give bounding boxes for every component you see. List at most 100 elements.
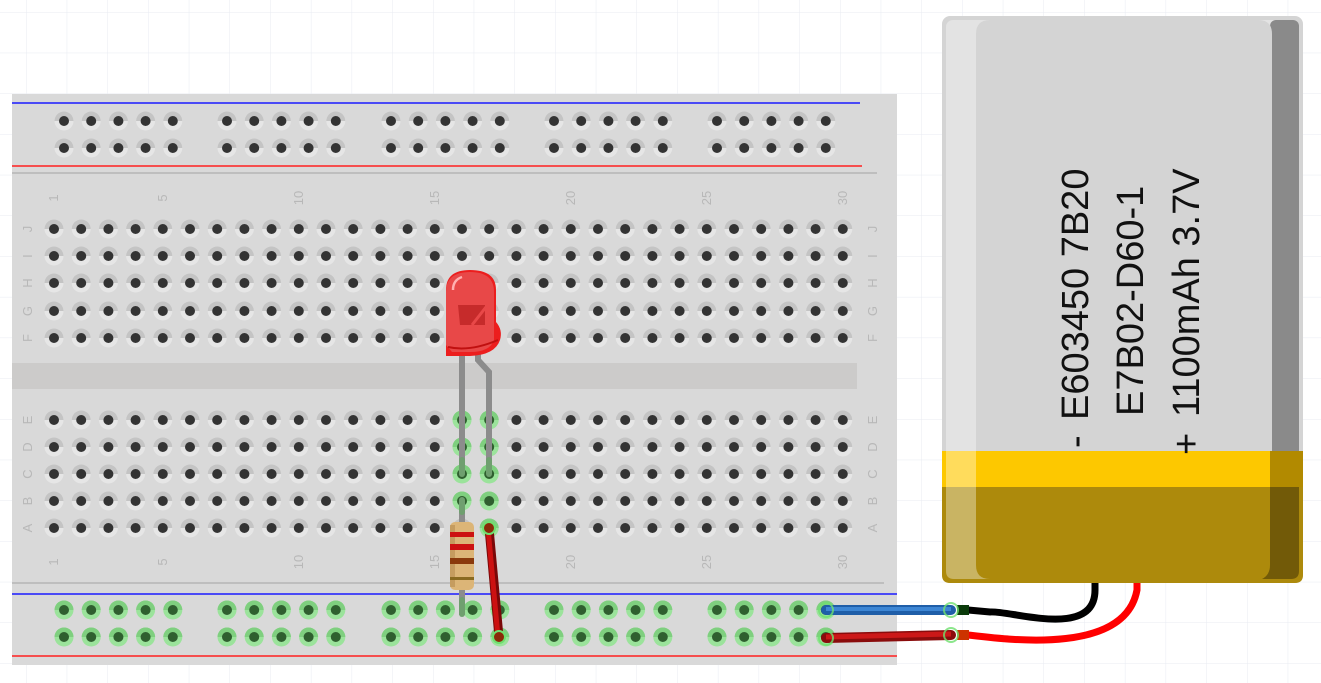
terminal-hole-J27[interactable] bbox=[751, 219, 771, 239]
terminal-hole-G4[interactable] bbox=[126, 301, 146, 321]
terminal-hole-D9[interactable] bbox=[262, 437, 282, 457]
terminal-hole-G19[interactable] bbox=[534, 301, 554, 321]
terminal-hole-B25[interactable] bbox=[697, 491, 717, 511]
terminal-hole-C12[interactable] bbox=[343, 464, 363, 484]
terminal-hole-D23[interactable] bbox=[642, 437, 662, 457]
top-rail-hole[interactable] bbox=[544, 111, 564, 131]
top-rail-hole[interactable] bbox=[244, 138, 264, 158]
terminal-hole-G14[interactable] bbox=[398, 301, 418, 321]
terminal-hole-D28[interactable] bbox=[778, 437, 798, 457]
terminal-hole-J14[interactable] bbox=[398, 219, 418, 239]
terminal-hole-A23[interactable] bbox=[642, 518, 662, 538]
terminal-hole-I13[interactable] bbox=[370, 246, 390, 266]
terminal-hole-B12[interactable] bbox=[343, 491, 363, 511]
bottom-rail-hole[interactable] bbox=[626, 600, 646, 620]
terminal-hole-E24[interactable] bbox=[670, 410, 690, 430]
bottom-rail-hole[interactable] bbox=[761, 627, 781, 647]
terminal-hole-C13[interactable] bbox=[370, 464, 390, 484]
terminal-hole-C23[interactable] bbox=[642, 464, 662, 484]
terminal-hole-C4[interactable] bbox=[126, 464, 146, 484]
terminal-hole-H2[interactable] bbox=[71, 273, 91, 293]
bottom-rail-hole[interactable] bbox=[734, 600, 754, 620]
terminal-hole-C2[interactable] bbox=[71, 464, 91, 484]
terminal-hole-I2[interactable] bbox=[71, 246, 91, 266]
terminal-hole-B20[interactable] bbox=[561, 491, 581, 511]
terminal-hole-B21[interactable] bbox=[588, 491, 608, 511]
terminal-hole-C15[interactable] bbox=[425, 464, 445, 484]
terminal-hole-J4[interactable] bbox=[126, 219, 146, 239]
top-rail-hole[interactable] bbox=[463, 111, 483, 131]
terminal-hole-F3[interactable] bbox=[98, 328, 118, 348]
terminal-hole-C6[interactable] bbox=[180, 464, 200, 484]
terminal-hole-H23[interactable] bbox=[642, 273, 662, 293]
terminal-hole-I15[interactable] bbox=[425, 246, 445, 266]
terminal-hole-E26[interactable] bbox=[724, 410, 744, 430]
top-rail-hole[interactable] bbox=[326, 111, 346, 131]
terminal-hole-B10[interactable] bbox=[289, 491, 309, 511]
terminal-hole-B9[interactable] bbox=[262, 491, 282, 511]
terminal-hole-J10[interactable] bbox=[289, 219, 309, 239]
top-rail-hole[interactable] bbox=[408, 138, 428, 158]
terminal-hole-E11[interactable] bbox=[316, 410, 336, 430]
bottom-rail-hole[interactable] bbox=[544, 627, 564, 647]
terminal-hole-F13[interactable] bbox=[370, 328, 390, 348]
terminal-hole-E22[interactable] bbox=[615, 410, 635, 430]
terminal-hole-E1[interactable] bbox=[44, 410, 64, 430]
terminal-hole-H14[interactable] bbox=[398, 273, 418, 293]
bottom-rail-hole[interactable] bbox=[707, 627, 727, 647]
terminal-hole-J17[interactable] bbox=[479, 219, 499, 239]
terminal-hole-I8[interactable] bbox=[234, 246, 254, 266]
terminal-hole-J21[interactable] bbox=[588, 219, 608, 239]
terminal-hole-B15[interactable] bbox=[425, 491, 445, 511]
bottom-rail-hole[interactable] bbox=[326, 600, 346, 620]
terminal-hole-E28[interactable] bbox=[778, 410, 798, 430]
terminal-hole-A1[interactable] bbox=[44, 518, 64, 538]
top-rail-hole[interactable] bbox=[571, 111, 591, 131]
terminal-hole-F4[interactable] bbox=[126, 328, 146, 348]
terminal-hole-C7[interactable] bbox=[207, 464, 227, 484]
terminal-hole-G20[interactable] bbox=[561, 301, 581, 321]
terminal-hole-A15[interactable] bbox=[425, 518, 445, 538]
bottom-rail-hole[interactable] bbox=[598, 627, 618, 647]
terminal-hole-C29[interactable] bbox=[806, 464, 826, 484]
terminal-hole-H4[interactable] bbox=[126, 273, 146, 293]
terminal-hole-C24[interactable] bbox=[670, 464, 690, 484]
bottom-rail-hole[interactable] bbox=[136, 627, 156, 647]
terminal-hole-G9[interactable] bbox=[262, 301, 282, 321]
top-rail-hole[interactable] bbox=[707, 138, 727, 158]
terminal-hole-C22[interactable] bbox=[615, 464, 635, 484]
bottom-rail-hole[interactable] bbox=[626, 627, 646, 647]
terminal-hole-G25[interactable] bbox=[697, 301, 717, 321]
terminal-hole-G24[interactable] bbox=[670, 301, 690, 321]
terminal-hole-I21[interactable] bbox=[588, 246, 608, 266]
terminal-hole-H21[interactable] bbox=[588, 273, 608, 293]
terminal-hole-J20[interactable] bbox=[561, 219, 581, 239]
terminal-hole-E8[interactable] bbox=[234, 410, 254, 430]
terminal-hole-D3[interactable] bbox=[98, 437, 118, 457]
terminal-hole-D5[interactable] bbox=[153, 437, 173, 457]
terminal-hole-J24[interactable] bbox=[670, 219, 690, 239]
terminal-hole-J6[interactable] bbox=[180, 219, 200, 239]
terminal-hole-G18[interactable] bbox=[506, 301, 526, 321]
terminal-hole-I18[interactable] bbox=[506, 246, 526, 266]
terminal-hole-G12[interactable] bbox=[343, 301, 363, 321]
bottom-rail-hole[interactable] bbox=[108, 627, 128, 647]
terminal-hole-J15[interactable] bbox=[425, 219, 445, 239]
terminal-hole-A18[interactable] bbox=[506, 518, 526, 538]
terminal-hole-I27[interactable] bbox=[751, 246, 771, 266]
top-rail-hole[interactable] bbox=[81, 138, 101, 158]
bottom-rail-hole[interactable] bbox=[271, 627, 291, 647]
terminal-hole-G2[interactable] bbox=[71, 301, 91, 321]
terminal-hole-H1[interactable] bbox=[44, 273, 64, 293]
terminal-hole-H27[interactable] bbox=[751, 273, 771, 293]
terminal-hole-A21[interactable] bbox=[588, 518, 608, 538]
top-rail-hole[interactable] bbox=[571, 138, 591, 158]
terminal-hole-B1[interactable] bbox=[44, 491, 64, 511]
battery-leads[interactable] bbox=[818, 583, 1141, 646]
top-rail-hole[interactable] bbox=[136, 138, 156, 158]
terminal-hole-H6[interactable] bbox=[180, 273, 200, 293]
bottom-rail-hole[interactable] bbox=[381, 627, 401, 647]
terminal-hole-I12[interactable] bbox=[343, 246, 363, 266]
bottom-rail-hole[interactable] bbox=[734, 627, 754, 647]
terminal-hole-I24[interactable] bbox=[670, 246, 690, 266]
